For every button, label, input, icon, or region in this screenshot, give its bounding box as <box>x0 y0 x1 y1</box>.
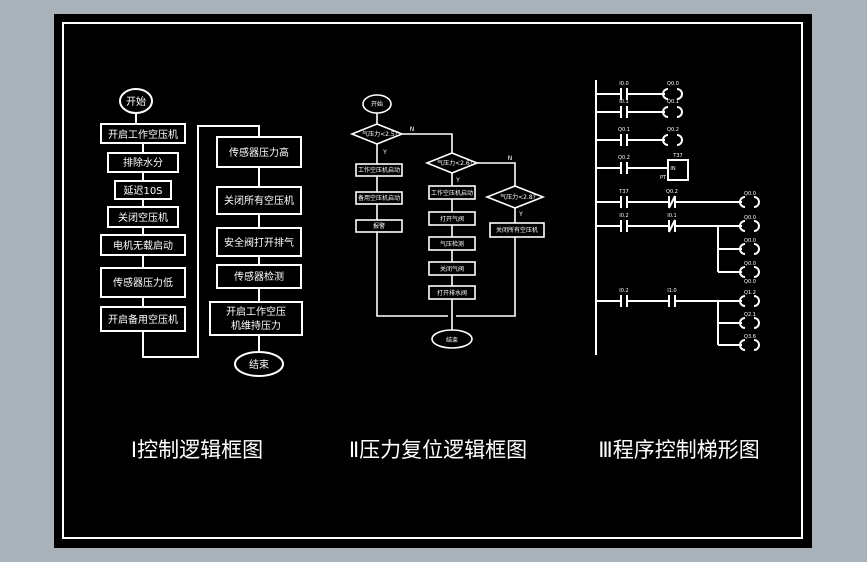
ladder-label: Q0.2 <box>666 189 678 195</box>
caption-pressure-reset: Ⅱ压力复位逻辑框图 <box>349 438 527 462</box>
flow2-start-label: 开始 <box>371 100 383 108</box>
ladder-label: Q0.2 <box>618 155 630 161</box>
flow1-step-label: 开启工作空压机 <box>108 128 178 141</box>
flow1-step-label: 开启工作空压 <box>226 305 286 318</box>
flow2-step-label: 气压检测 <box>440 240 464 248</box>
flow1-step-label: 关闭所有空压机 <box>224 194 294 207</box>
ladder-label: Q0.0 <box>744 191 756 197</box>
flow1-end-node <box>234 351 284 377</box>
flow2-branch-label: Y <box>518 211 523 218</box>
flow1-step-label: 排除水分 <box>123 156 163 169</box>
flow2-branch-label: N <box>508 155 513 162</box>
flow2-step-box <box>355 163 403 177</box>
flow2-step-box <box>355 219 403 233</box>
flow2-step-box <box>355 191 403 205</box>
ladder-label: Q0.0 <box>744 238 756 244</box>
ladder-diagram-text: I0.0 Q0.0 I0.1 Q0.1 Q0.1 Q0.2 Q0.2 T37 I… <box>618 81 756 340</box>
ladder-label: T37 <box>618 189 628 195</box>
ladder-label: Q0.2 <box>667 127 679 133</box>
ladder-label: I0.2 <box>619 288 628 294</box>
flow2-step-label: 报警 <box>373 222 385 230</box>
ladder-label: I0.0 <box>619 81 628 87</box>
caption-ladder: Ⅲ程序控制梯形图 <box>598 438 759 462</box>
flow2-decision-label: 气压力<2.8? <box>500 193 536 201</box>
ladder-label: IN <box>670 166 675 172</box>
timer-block <box>667 159 689 181</box>
captions: Ⅰ控制逻辑框图 Ⅱ压力复位逻辑框图 Ⅲ程序控制梯形图 <box>131 438 760 462</box>
control-logic-flowchart-text: 开始 开启工作空压机 排除水分 延迟10S 关闭空压机 电机无载启动 传感器压力… <box>108 95 294 371</box>
caption-control-logic: Ⅰ控制逻辑框图 <box>131 438 263 462</box>
pressure-reset-flowchart <box>349 94 546 349</box>
flow1-end-label: 结束 <box>249 358 269 371</box>
flow2-decision-label: 气压力<2.5? <box>362 130 398 138</box>
flow2-end-label: 结束 <box>446 336 458 344</box>
flow2-branch-label: Y <box>382 149 387 156</box>
flow2-step-label: 关闭所有空压机 <box>496 226 538 234</box>
control-logic-flowchart <box>100 88 303 377</box>
ladder-label: Q0.0 <box>744 279 756 285</box>
drawing-frame <box>62 22 803 539</box>
flow2-end-node <box>431 329 473 349</box>
flow2-branch-label: N <box>410 126 415 133</box>
ladder-label: I0.2 <box>619 213 628 219</box>
flow2-branch-label: Y <box>455 177 460 184</box>
flow2-step-box <box>489 222 545 238</box>
flow1-step-label: 传感器压力低 <box>113 276 173 289</box>
flow1-step-label: 关闭空压机 <box>118 211 168 224</box>
ladder-label: T37 <box>672 153 682 159</box>
flow2-step-label: 关闭气阀 <box>440 265 464 273</box>
ladder-label: PT <box>660 175 667 181</box>
flow1-step-label: 延迟10S <box>123 184 162 197</box>
ladder-label: I0.1 <box>667 213 676 219</box>
flow1-step-label: 安全阀打开排气 <box>224 236 294 249</box>
flow1-step-label: 机维持压力 <box>231 319 281 332</box>
flow2-decision-label: 气压力<2.6? <box>437 159 473 167</box>
drawing-canvas <box>54 14 812 548</box>
ladder-label: Q2.1 <box>744 312 756 318</box>
flow1-step-label: 电机无载启动 <box>113 239 173 252</box>
ladder-label: Q0.0 <box>744 261 756 267</box>
pressure-reset-flowchart-text: 开始 气压力<2.5? 气压力<2.6? 气压力<2.8? N Y Y N Y … <box>358 100 538 344</box>
ladder-label: Q0.0 <box>667 81 679 87</box>
ladder-label: I1.0 <box>667 288 676 294</box>
flow2-step-label: 工作空压机启动 <box>431 189 473 197</box>
ladder-label: Q0.1 <box>618 127 630 133</box>
ladder-label: I0.1 <box>619 99 628 105</box>
flow2-step-label: 打开气阀 <box>440 215 464 223</box>
ladder-label: Q0.0 <box>744 215 756 221</box>
flow2-step-label: 打开排水阀 <box>437 289 467 297</box>
flow1-step-box <box>209 301 303 336</box>
flow1-step-label: 传感器检测 <box>234 270 284 283</box>
flow1-step-label: 开启备用空压机 <box>108 313 178 326</box>
flow2-step-label: 备用空压机启动 <box>358 194 400 202</box>
ladder-label: Q0.1 <box>667 99 679 105</box>
ladder-diagram <box>595 80 760 355</box>
ladder-label: Q3.6 <box>744 334 756 340</box>
ladder-label: Q1.2 <box>744 290 756 296</box>
flow2-step-label: 工作空压机启动 <box>358 166 400 174</box>
flow1-step-label: 传感器压力高 <box>229 146 289 159</box>
flow1-start-label: 开始 <box>126 95 146 108</box>
